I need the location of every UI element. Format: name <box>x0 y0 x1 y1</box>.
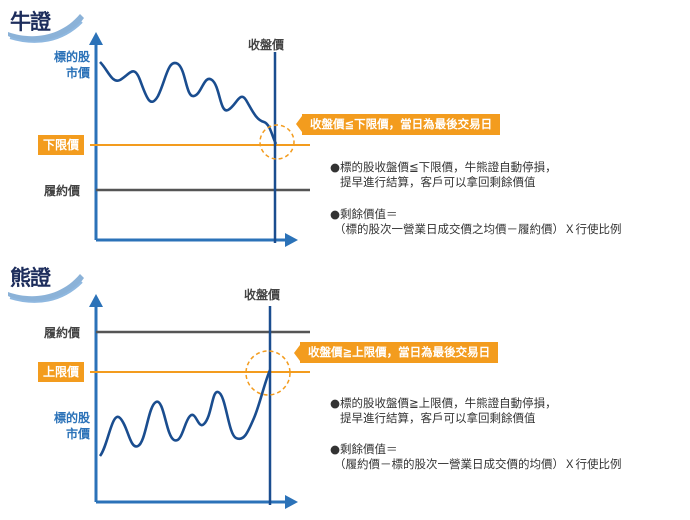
bull-note-1-line2: 提早進行結算，客戶可以拿回剩餘價值 <box>340 175 536 189</box>
bear-underlying-label-line1: 標的股 <box>53 411 90 425</box>
bear-note-1-line1: ●標的股收盤價≧上限價，牛熊證自動停損， <box>330 396 557 410</box>
y-axis-arrow <box>89 32 103 45</box>
bull-cbbc-panel: 牛證 收盤價 標的股 市價 下限價 履約價 收盤價≦下限價，當日為最後交易日 ●… <box>8 9 622 247</box>
bear-note-1: ●標的股收盤價≧上限價，牛熊證自動停損， 提早進行結算，客戶可以拿回剩餘價值 <box>330 396 557 426</box>
bull-strike-label: 履約價 <box>44 184 81 198</box>
callout-pointer <box>296 116 302 132</box>
bull-underlying-label-line2: 市價 <box>65 66 90 80</box>
underlying-price-path <box>99 61 278 145</box>
callout-pointer <box>294 345 300 361</box>
bull-note-1-line1: ●標的股收盤價≦下限價，牛熊證自動停損， <box>330 160 557 174</box>
y-axis-arrow <box>89 294 103 307</box>
bull-note-2-line1: ●剩餘價值＝ <box>330 207 398 221</box>
bear-callout: 收盤價≧上限價，當日為最後交易日 <box>300 342 499 363</box>
bull-underlying-label: 標的股 市價 <box>40 49 90 81</box>
bear-note-2-line2: （履約價－標的股次一營業日成交價的均價）Ｘ行使比例 <box>334 457 622 471</box>
bull-callout: 收盤價≦下限價，當日為最後交易日 <box>302 114 501 135</box>
bear-underlying-label-line2: 市價 <box>65 427 90 441</box>
bear-note-1-line2: 提早進行結算，客戶可以拿回剩餘價值 <box>340 411 536 425</box>
bear-upper-limit-badge: 上限價 <box>38 362 85 382</box>
bear-title: 熊證 <box>10 265 51 290</box>
x-axis-arrow <box>285 233 298 247</box>
bull-closing-price-label: 收盤價 <box>248 38 285 52</box>
bull-diagram <box>8 14 310 247</box>
bear-closing-price-label: 收盤價 <box>244 288 281 302</box>
bear-strike-label: 履約價 <box>44 326 81 340</box>
bear-note-2-line1: ●剩餘價值＝ <box>330 442 398 456</box>
underlying-price-path <box>98 369 272 457</box>
bull-note-2-line2: （標的股次一營業日成交價之均價－履約價）Ｘ行使比例 <box>334 222 622 236</box>
bear-underlying-label: 標的股 市價 <box>40 410 90 442</box>
bull-underlying-label-line1: 標的股 <box>53 50 90 64</box>
swoosh-icon <box>8 274 84 303</box>
bull-note-1: ●標的股收盤價≦下限價，牛熊證自動停損， 提早進行結算，客戶可以拿回剩餘價值 <box>330 160 557 190</box>
x-axis-arrow <box>285 495 298 509</box>
bear-cbbc-panel: 熊證 收盤價 履約價 上限價 標的股 市價 收盤價≧上限價，當日為最後交易日 ●… <box>0 260 690 520</box>
bull-note-2: ●剩餘價值＝ （標的股次一營業日成交價之均價－履約價）Ｘ行使比例 <box>330 207 622 237</box>
bull-lower-limit-badge: 下限價 <box>38 135 85 155</box>
trigger-circle <box>245 350 291 396</box>
bull-title: 牛證 <box>10 9 51 34</box>
trigger-circle <box>259 124 295 160</box>
bear-diagram <box>8 274 310 509</box>
bear-note-2: ●剩餘價值＝ （履約價－標的股次一營業日成交價的均價）Ｘ行使比例 <box>330 442 622 472</box>
swoosh-icon <box>8 14 84 43</box>
